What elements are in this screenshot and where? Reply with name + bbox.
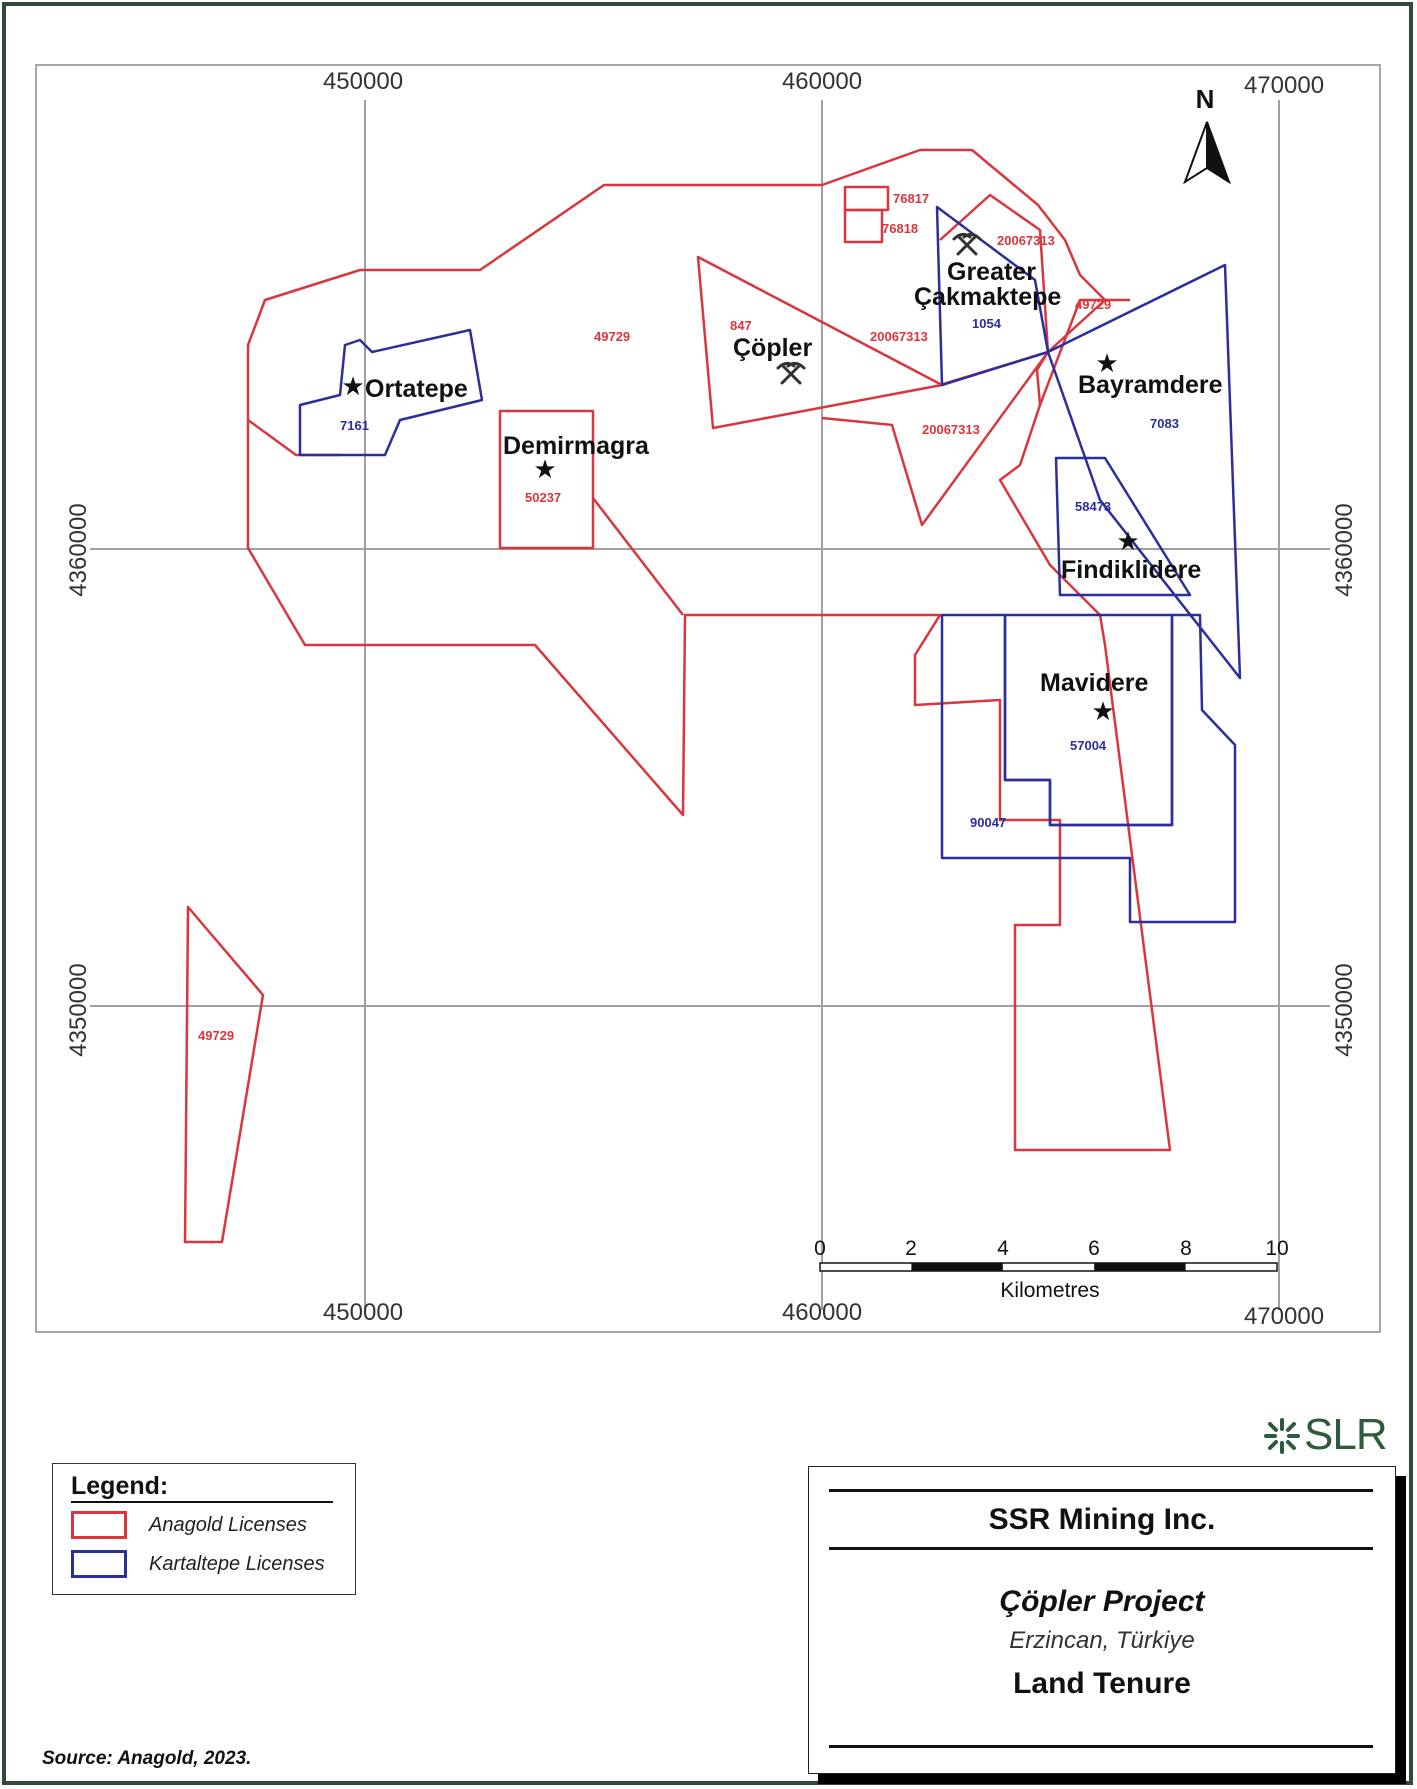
license-boundary-90047 bbox=[940, 613, 1237, 924]
star-icon-demirmagra: ★ bbox=[533, 455, 556, 485]
license-id-847: 847 bbox=[730, 318, 752, 333]
license-id-20067313-west: 20067313 bbox=[870, 329, 928, 344]
company-name: SSR Mining Inc. bbox=[988, 1503, 1216, 1536]
mine-icon-greater-cakmaktepe bbox=[952, 232, 982, 256]
site-label-demirmagra: Demirmagra bbox=[503, 432, 650, 460]
site-label-greater: Greater bbox=[947, 258, 1036, 286]
grid-label-bottom-470000: 470000 bbox=[1244, 1303, 1324, 1330]
mine-markers bbox=[776, 232, 982, 385]
license-id-76818: 76818 bbox=[882, 221, 918, 236]
scale-tick-8: 8 bbox=[1180, 1237, 1192, 1260]
star-icon-mavidere: ★ bbox=[1091, 697, 1114, 727]
north-label: N bbox=[1196, 84, 1215, 114]
legend-swatch-kartaltepe bbox=[71, 1550, 127, 1578]
star-icon-findiklidere: ★ bbox=[1116, 527, 1139, 557]
north-arrow: N bbox=[1183, 84, 1231, 185]
grid-label-top-450000: 450000 bbox=[323, 68, 403, 95]
grid bbox=[90, 100, 1330, 1310]
star-icon-ortatepe: ★ bbox=[341, 372, 364, 402]
legend-title: Legend: bbox=[71, 1472, 169, 1500]
scale-bar-segment-dark-2 bbox=[1094, 1263, 1186, 1271]
scale-tick-2: 2 bbox=[905, 1237, 917, 1260]
grid-label-bottom-450000: 450000 bbox=[323, 1299, 403, 1326]
project-name: Çöpler Project bbox=[999, 1585, 1205, 1618]
slr-logo-text: SLR bbox=[1304, 1410, 1388, 1459]
title-block: SSR Mining Inc. Çöpler Project Erzincan,… bbox=[808, 1466, 1396, 1774]
license-boundary-847 bbox=[696, 255, 944, 430]
scale-tick-6: 6 bbox=[1088, 1237, 1100, 1260]
license-boundary-20067313 bbox=[821, 351, 1050, 527]
license-id-20067313-south: 20067313 bbox=[922, 422, 980, 437]
site-label-mavidere: Mavidere bbox=[1040, 669, 1148, 697]
legend-item-kartaltepe: Kartaltepe Licenses bbox=[71, 1550, 351, 1580]
license-id-76817: 76817 bbox=[893, 191, 929, 206]
kartaltepe-licenses bbox=[298, 205, 1242, 924]
grid-label-right-4350000: 4350000 bbox=[1331, 963, 1358, 1056]
site-label-findiklidere: Findiklidere bbox=[1061, 556, 1201, 584]
star-icon-bayramdere: ★ bbox=[1095, 349, 1118, 379]
title-block-rule-mid bbox=[829, 1547, 1373, 1550]
license-ids: 49729 49729 49729 847 76817 76818 200673… bbox=[198, 191, 1179, 1043]
license-id-57004: 57004 bbox=[1070, 738, 1107, 753]
site-label-copler: Çöpler bbox=[733, 334, 812, 362]
site-label-cakmaktepe: Çakmaktepe bbox=[914, 283, 1061, 311]
slr-logo-icon bbox=[1264, 1418, 1300, 1454]
legend-swatch-anagold bbox=[71, 1511, 127, 1539]
license-boundary-76818 bbox=[843, 208, 884, 244]
license-id-90047: 90047 bbox=[970, 815, 1006, 830]
legend-label-anagold: Anagold Licenses bbox=[149, 1514, 307, 1536]
license-id-7161: 7161 bbox=[340, 418, 369, 433]
scale-bar: 0 2 4 6 8 10 Kilometres bbox=[814, 1237, 1289, 1302]
legend-label-kartaltepe: Kartaltepe Licenses bbox=[149, 1553, 325, 1575]
legend-divider bbox=[71, 1501, 333, 1503]
license-boundary-49729-south bbox=[183, 905, 265, 1244]
source-note: Source: Anagold, 2023. bbox=[42, 1748, 252, 1769]
grid-labels: 450000 460000 470000 450000 460000 47000… bbox=[65, 68, 1358, 1330]
scale-tick-4: 4 bbox=[997, 1237, 1009, 1260]
license-boundary-58473 bbox=[1054, 456, 1192, 597]
scale-bar-segment-dark-1 bbox=[911, 1263, 1003, 1271]
legend: Legend: Anagold Licenses Kartaltepe Lice… bbox=[52, 1463, 356, 1595]
license-boundary-50237 bbox=[498, 409, 595, 550]
license-id-58473: 58473 bbox=[1075, 499, 1111, 514]
project-location: Erzincan, Türkiye bbox=[1009, 1627, 1195, 1654]
license-id-49729-south: 49729 bbox=[198, 1028, 234, 1043]
license-id-49729-main: 49729 bbox=[594, 329, 630, 344]
site-markers: ★ ★ ★ ★ ★ bbox=[341, 349, 1139, 727]
slr-logo: SLR bbox=[1262, 1410, 1392, 1460]
license-id-1054: 1054 bbox=[972, 316, 1002, 331]
site-label-ortatepe: Ortatepe bbox=[365, 375, 468, 403]
grid-label-left-4360000: 4360000 bbox=[65, 503, 92, 596]
site-labels: Ortatepe Demirmagra Çöpler Greater Çakma… bbox=[365, 258, 1223, 697]
site-label-bayramdere: Bayramdere bbox=[1078, 371, 1223, 399]
license-id-50237: 50237 bbox=[525, 490, 561, 505]
grid-label-top-460000: 460000 bbox=[782, 68, 862, 95]
grid-label-top-470000: 470000 bbox=[1244, 72, 1324, 99]
grid-label-bottom-460000: 460000 bbox=[782, 1299, 862, 1326]
license-boundary-49729-link bbox=[592, 497, 684, 616]
scale-tick-10: 10 bbox=[1265, 1237, 1288, 1260]
title-block-rule-bottom bbox=[829, 1745, 1373, 1748]
license-id-7083: 7083 bbox=[1150, 416, 1179, 431]
scale-tick-0: 0 bbox=[814, 1237, 826, 1260]
license-boundary-7161 bbox=[298, 328, 484, 457]
figure-title: Land Tenure bbox=[1013, 1667, 1191, 1700]
mine-icon-copler bbox=[776, 361, 806, 385]
map-frame bbox=[35, 64, 1381, 1333]
license-boundary-7083 bbox=[1046, 263, 1242, 680]
license-boundary-49729 bbox=[246, 148, 1172, 1152]
license-boundary-76817 bbox=[843, 185, 890, 212]
legend-item-anagold: Anagold Licenses bbox=[71, 1511, 351, 1541]
title-block-rule-top bbox=[829, 1489, 1373, 1492]
scale-bar-outline bbox=[819, 1262, 1278, 1272]
license-id-20067313-north: 20067313 bbox=[997, 233, 1055, 248]
grid-label-left-4350000: 4350000 bbox=[65, 963, 92, 1056]
scale-unit-label: Kilometres bbox=[1000, 1279, 1099, 1302]
grid-label-right-4360000: 4360000 bbox=[1331, 503, 1358, 596]
license-id-49729-east: 49729 bbox=[1075, 297, 1111, 312]
north-arrow-right-half bbox=[1206, 121, 1231, 185]
